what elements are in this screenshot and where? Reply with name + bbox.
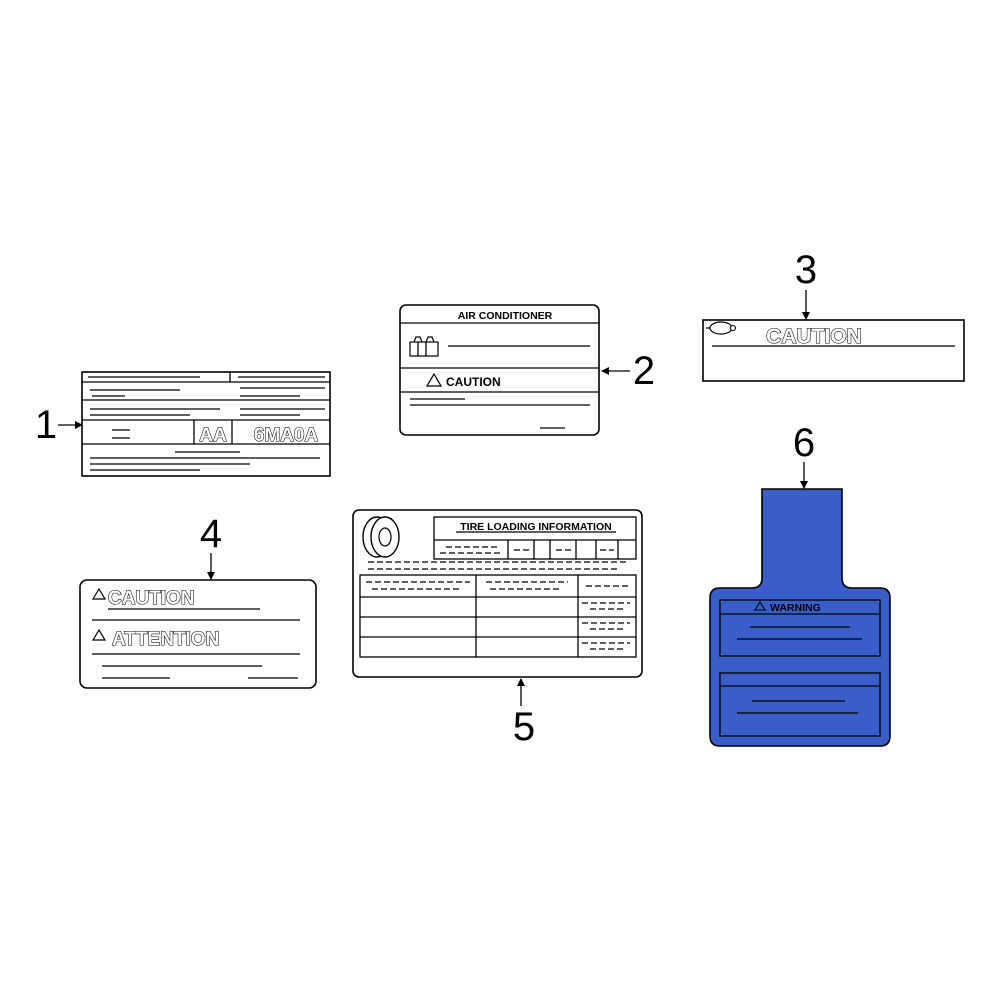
label-2-title: AIR CONDITIONER [458,310,553,322]
label-4-caution-triangle-icon [91,587,107,600]
callout-number-5: 5 [513,705,535,749]
airbag-icon [706,321,737,335]
label-5[interactable]: TIRE LOADING INFORMATION [352,509,643,678]
tire-icon [362,516,400,558]
label-5-title: TIRE LOADING INFORMATION [460,521,611,533]
label-3-caution: CAUTION [766,325,862,348]
label-6-warning: WARNING [770,602,821,614]
callout-number-2: 2 [633,349,655,393]
label-4-attention-triangle-icon [91,628,107,641]
callout-3: 3 [795,248,817,320]
label-1[interactable]: AA 6MA0A [81,371,331,477]
label-2-caution: CAUTION [446,375,501,389]
callout-number-3: 3 [795,248,817,292]
label-2[interactable]: AIR CONDITIONER CAUTION [399,304,600,436]
label-6[interactable]: WARNING [709,488,891,747]
callout-4: 4 [200,512,222,580]
label-4[interactable]: CAUTION ATTENTION [79,579,317,689]
callout-6: 6 [793,421,815,489]
label-6-warning-triangle-icon [754,600,766,611]
label-4-caution: CAUTION [108,588,195,609]
callout-1: 1 [35,403,83,447]
callout-2: 2 [601,349,655,393]
callout-number-6: 6 [793,421,815,465]
ac-compressor-icon [409,336,439,357]
label-1-code-b: 6MA0A [254,425,319,446]
callout-number-1: 1 [35,403,57,447]
callout-5: 5 [513,678,535,749]
label-4-attention: ATTENTION [112,629,219,650]
warning-triangle-icon [425,372,443,387]
label-1-code-a: AA [199,425,227,446]
label-3[interactable]: CAUTION [702,319,965,382]
callout-number-4: 4 [200,512,222,556]
